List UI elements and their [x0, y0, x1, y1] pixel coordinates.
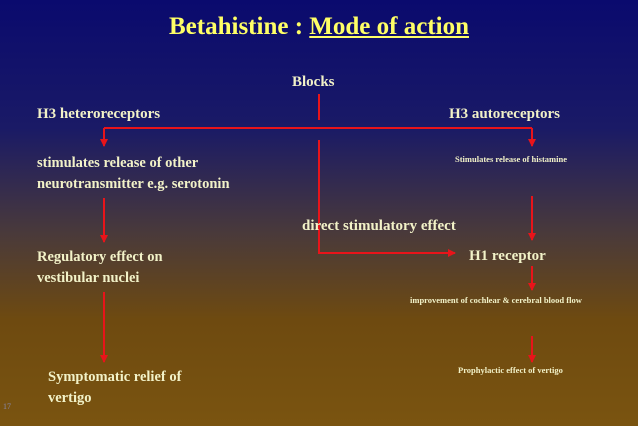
node-symptomatic-relief: Symptomatic relief of vertigo	[48, 367, 181, 409]
slide-number: 17	[3, 402, 11, 411]
node-h3-heteroreceptors: H3 heteroreceptors	[37, 106, 161, 122]
node-h1-receptor: H1 receptor	[469, 248, 546, 264]
regulatory-line2: vestibular nuclei	[37, 270, 140, 286]
stimulates-release-line1: stimulates release of other	[37, 155, 199, 171]
node-direct-stimulatory-effect: direct stimulatory effect	[302, 218, 456, 234]
stimulates-release-line2: neurotransmitter e.g. serotonin	[37, 176, 230, 192]
symptomatic-line1: Symptomatic relief of	[48, 369, 182, 385]
node-stimulates-histamine: Stimulates release of histamine	[455, 154, 567, 164]
symptomatic-line2: vertigo	[48, 390, 92, 406]
node-prophylactic-effect: Prophylactic effect of vertigo	[458, 365, 563, 375]
title-topic: Mode of action	[309, 13, 469, 40]
node-blocks: Blocks	[292, 74, 335, 90]
node-blood-flow: improvement of cochlear & cerebral blood…	[410, 295, 582, 305]
slide-title: Betahistine : Mode of action	[0, 13, 638, 41]
arrow-direct-to-h1	[318, 140, 456, 257]
title-drug: Betahistine :	[169, 13, 304, 40]
node-stimulates-release: stimulates release of other neurotransmi…	[37, 153, 230, 195]
regulatory-line1: Regulatory effect on	[37, 249, 163, 265]
node-h3-autoreceptors: H3 autoreceptors	[449, 106, 560, 122]
node-regulatory-effect: Regulatory effect on vestibular nuclei	[37, 247, 163, 289]
